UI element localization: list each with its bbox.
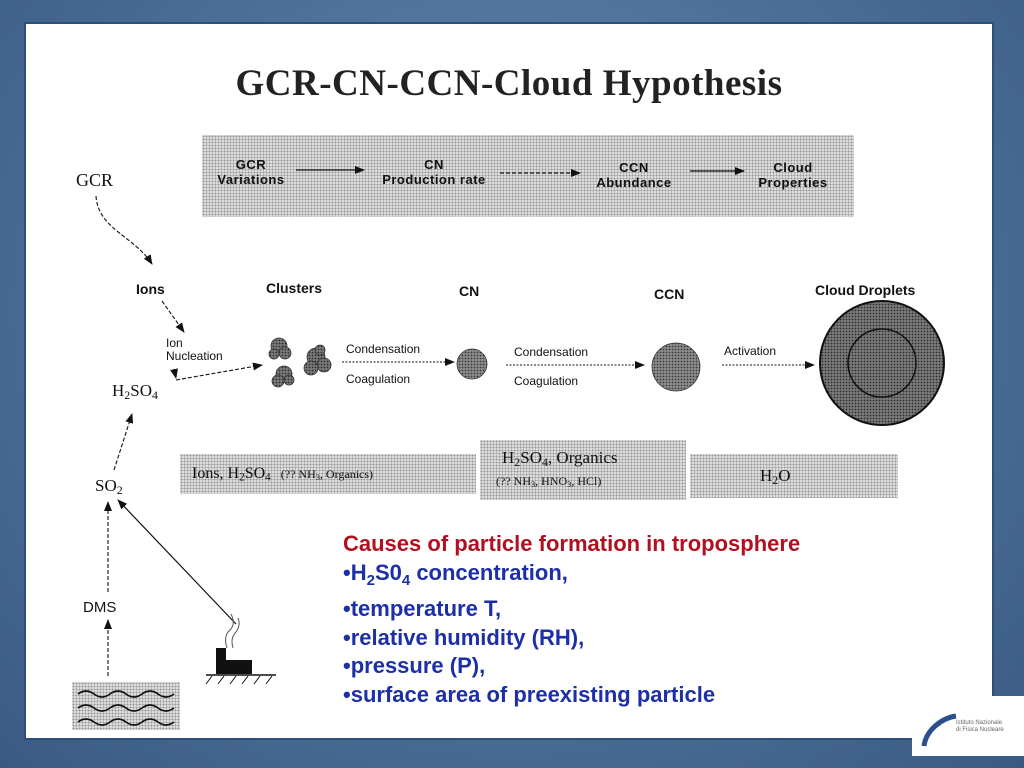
cloud-droplets-label: Cloud Droplets (815, 282, 916, 298)
gcr-label: GCR (76, 170, 114, 190)
cause-item-pressure: •pressure (P), (343, 653, 486, 678)
box-ions-h2so4-text: Ions, H2SO4 (?? NH3, Organics) (192, 465, 374, 484)
ccn-label: CCN (654, 286, 685, 302)
hypothesis-flow-box (202, 135, 854, 217)
activation-label: Activation (724, 344, 777, 358)
box-h2o (690, 454, 898, 498)
ions-label: Ions (136, 281, 165, 297)
infn-logo-icon (921, 713, 957, 747)
causes-heading: Causes of particle formation in troposph… (343, 531, 801, 556)
cause-item-humidity: •relative humidity (RH), (343, 624, 585, 650)
h2so4-label: H2SO4 (112, 381, 158, 402)
box-ions-h2so4 (180, 454, 476, 494)
box-h2so4-organics-line2: (?? NH3, HNO3, HCl) (496, 474, 602, 489)
ions-to-nucleation-arrow (161, 300, 185, 333)
flow-cloud-properties: Cloud Properties (758, 160, 828, 190)
condensation-label-1: Condensation (346, 342, 421, 356)
ccn-particle (651, 342, 701, 392)
cloud-droplet-core (847, 328, 917, 398)
box-h2so4-organics-line1: H2SO4, Organics (502, 448, 618, 469)
coagulation-label-1: Coagulation (346, 372, 411, 386)
flow-cn-production: CN Production rate (382, 157, 486, 187)
cn-particle (456, 348, 488, 380)
box-h2o-text: H2O (760, 466, 791, 487)
flow-ccn-abundance: CCN Abundance (596, 160, 672, 190)
cn-label: CN (459, 283, 480, 299)
coagulation-label-2: Coagulation (514, 374, 579, 388)
slide: GCR-CN-CCN-Cloud Hypothesis GCR Variatio… (26, 24, 992, 738)
factory-icon (205, 613, 276, 685)
cluster-particles (268, 337, 332, 388)
dms-label: DMS (83, 599, 117, 616)
flow-gcr-variations: GCR Variations (217, 157, 285, 187)
factory-to-so2-arrow (117, 499, 237, 625)
h2so4-to-clusters-arrow (175, 362, 263, 381)
cause-item-h2so4: •H2S04 concentration, (343, 559, 568, 589)
diagram-graphics (77, 166, 945, 726)
so2-label: SO2 (95, 476, 123, 497)
cause-item-temperature: •temperature T, (343, 596, 502, 621)
cause-item-surface-area: •surface area of preexisting particle (343, 681, 716, 707)
page-title: GCR-CN-CCN-Cloud Hypothesis (235, 63, 783, 104)
cloud-droplet (819, 300, 945, 426)
nucleation-to-h2so4-arrow (170, 368, 178, 379)
condensation-label-2: Condensation (514, 345, 589, 359)
so2-to-h2so4-arrow (113, 413, 134, 471)
causes-list: Causes of particle formation in troposph… (343, 530, 983, 709)
gcr-to-ions-arrow (95, 195, 153, 265)
ocean-waves-icon (77, 690, 175, 726)
infn-logo: Istituto Nazionale di Fisica Nucleare (912, 696, 1024, 756)
ion-nucleation-label: Ion Nucleation (166, 336, 223, 363)
clusters-label: Clusters (266, 280, 323, 296)
box-h2so4-organics (480, 440, 686, 500)
